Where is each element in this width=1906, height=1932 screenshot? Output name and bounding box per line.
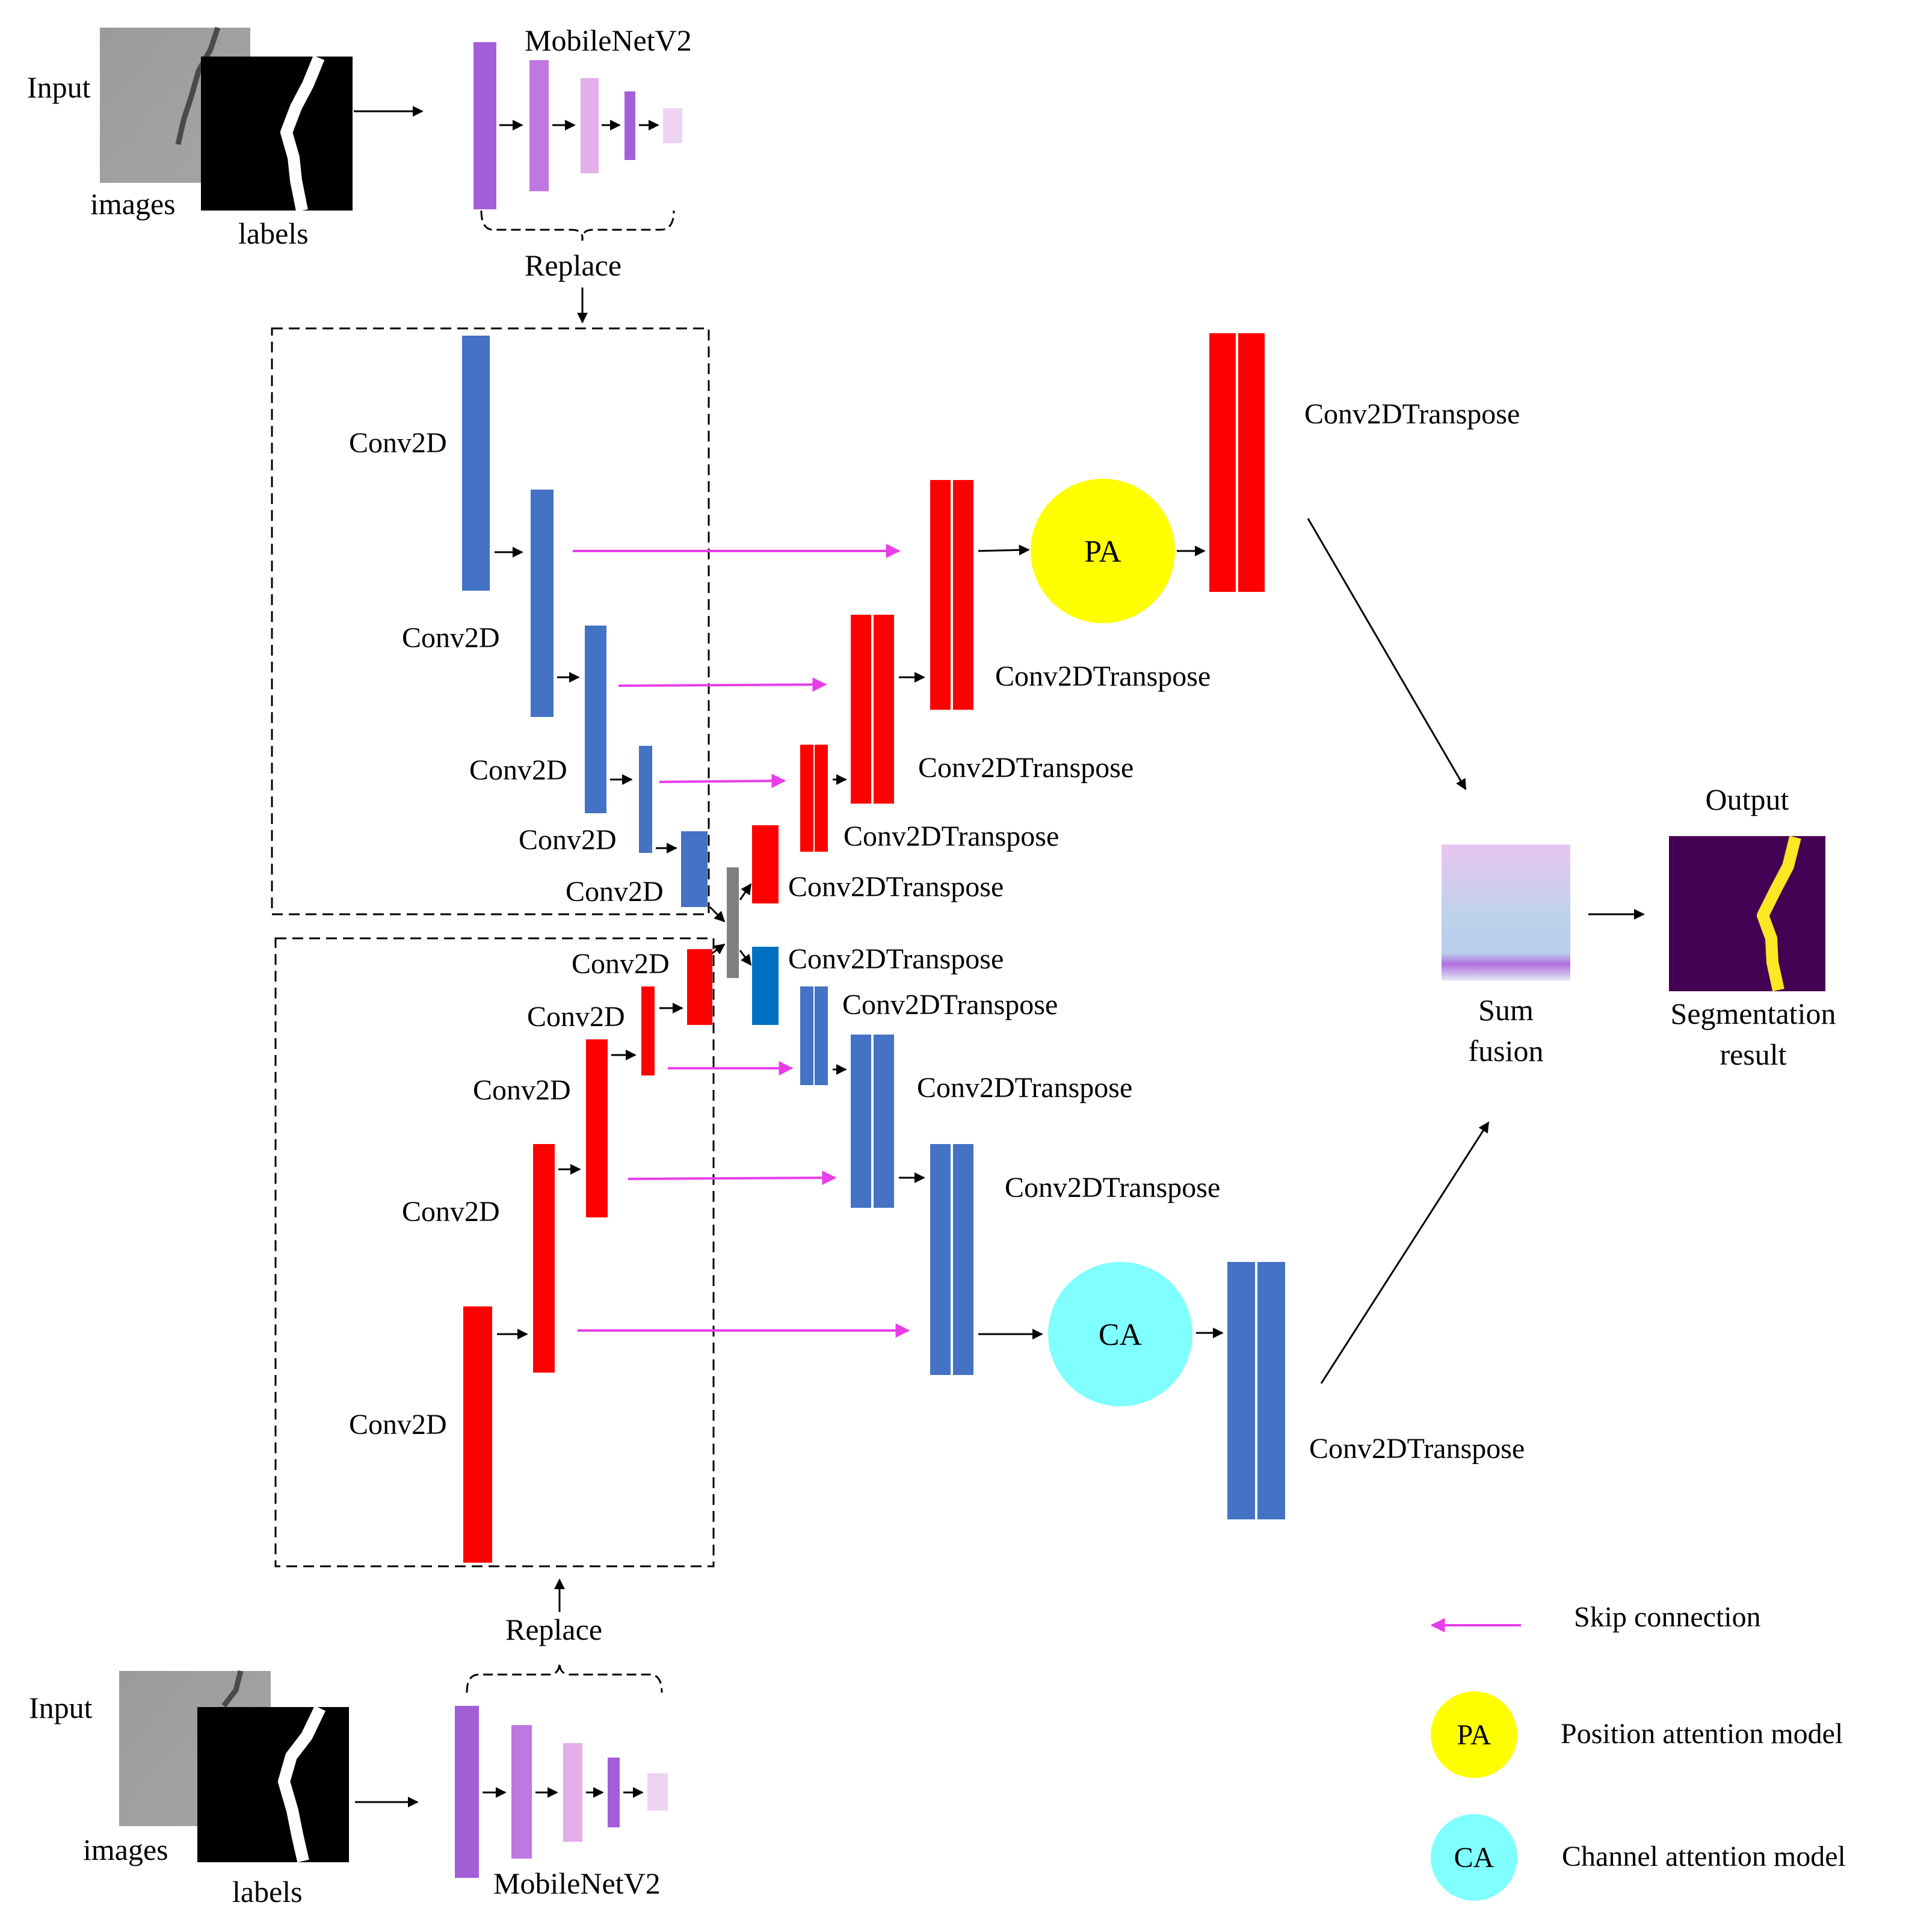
upper-transpose-block	[1209, 333, 1236, 592]
skip-arrow	[628, 1171, 837, 1186]
upper-transpose-label: Conv2DTranspose	[788, 871, 1004, 903]
upper-conv-block	[585, 626, 606, 813]
upper-skip-connections	[573, 544, 901, 789]
upper-conv-block	[681, 831, 708, 907]
pa-to-fusion-arrow	[1307, 518, 1467, 790]
pa-attention-circle	[1031, 479, 1175, 623]
segmentation-output-image	[1669, 835, 1825, 992]
lower-transpose-label: Conv2DTranspose	[917, 1072, 1132, 1104]
lower-transpose-block	[930, 1144, 951, 1375]
upper-conv-block	[531, 490, 554, 717]
lower-conv-label: Conv2D	[527, 1001, 625, 1033]
upper-transpose-label: Conv2DTranspose	[918, 752, 1133, 784]
legend-ca-circle	[1431, 1814, 1517, 1901]
ca-attention-label: CA	[1099, 1318, 1143, 1352]
bottom-mobilenet-blocks	[452, 1703, 670, 1880]
upper-decoder: PA Conv2DTranspose Conv2DTranspose Conv2…	[752, 333, 1520, 903]
lower-conv-block	[687, 949, 712, 1025]
upper-conv-label: Conv2D	[402, 622, 500, 654]
top-input-group: Input images labels MobileNetV2 Replace	[27, 23, 692, 324]
bottleneck-block	[727, 867, 739, 978]
bottom-input-label: Input	[29, 1691, 93, 1724]
output-title: Output	[1706, 783, 1789, 816]
lower-transpose-label: Conv2DTranspose	[842, 989, 1058, 1021]
lower-transpose-block	[800, 986, 813, 1085]
fusion-label-line2: fusion	[1469, 1034, 1544, 1068]
top-backbone-label: MobileNetV2	[525, 23, 692, 57]
lower-conv-label: Conv2D	[473, 1074, 571, 1106]
legend: Skip connection PA Position attention mo…	[1430, 1601, 1846, 1901]
legend-ca-symbol: CA	[1454, 1842, 1494, 1874]
upper-transpose-block	[851, 615, 871, 804]
top-images-label: images	[90, 187, 176, 221]
bottom-replace-brace	[466, 1662, 663, 1693]
upper-encoder: Conv2D Conv2D Conv2D Conv2D Conv2D	[349, 336, 708, 908]
top-labels-label: labels	[238, 217, 309, 250]
legend-skip-label: Skip connection	[1574, 1601, 1761, 1633]
skip-arrow	[659, 774, 786, 789]
bottleneck	[709, 867, 752, 978]
fusion-label-line1: Sum	[1478, 993, 1534, 1027]
ca-attention-circle	[1048, 1262, 1192, 1406]
lower-skip-connections	[578, 1061, 910, 1338]
upper-conv-block	[462, 336, 490, 591]
top-label-mask	[201, 55, 353, 212]
upper-transpose-label: Conv2DTranspose	[995, 660, 1211, 692]
upper-conv-label: Conv2D	[566, 876, 664, 908]
upper-conv-label: Conv2D	[349, 427, 447, 459]
legend-pa-label: Position attention model	[1561, 1718, 1843, 1750]
bottom-label-mask	[197, 1705, 349, 1863]
output-label-line1: Segmentation	[1671, 997, 1836, 1030]
lower-conv-label: Conv2D	[572, 948, 670, 980]
lower-conv-label: Conv2D	[349, 1409, 447, 1441]
lower-encoder: Conv2D Conv2D Conv2D Conv2D Conv2D	[349, 948, 712, 1563]
ca-to-fusion-arrow	[1320, 1121, 1490, 1384]
sum-fusion-block	[1442, 844, 1570, 980]
legend-pa-symbol: PA	[1457, 1719, 1491, 1751]
lower-transpose-block	[752, 947, 779, 1025]
legend-ca-label: Channel attention model	[1562, 1841, 1846, 1872]
upper-transpose-label: Conv2DTranspose	[844, 820, 1059, 852]
lower-decoder: CA Conv2DTranspose Conv2DTranspose Conv2…	[752, 943, 1525, 1519]
bottom-replace-label: Replace	[505, 1613, 602, 1646]
upper-encoder-box	[271, 327, 710, 915]
upper-transpose-block	[752, 825, 779, 903]
top-mobilenet-blocks	[471, 40, 685, 212]
bottom-labels-label: labels	[232, 1875, 303, 1909]
lower-transpose-label: Conv2DTranspose	[788, 943, 1004, 975]
pa-attention-label: PA	[1084, 535, 1121, 569]
lower-conv-block	[641, 986, 655, 1075]
upper-transpose-block	[800, 745, 813, 852]
upper-transpose-block	[930, 480, 951, 710]
upper-transpose-label: Conv2DTranspose	[1304, 398, 1520, 430]
lower-conv-label: Conv2D	[402, 1196, 500, 1228]
lower-transpose-block	[1227, 1262, 1255, 1519]
lower-conv-block	[586, 1039, 608, 1217]
upper-conv-block	[639, 746, 652, 853]
lower-encoder-box	[274, 937, 715, 1567]
upper-conv-label: Conv2D	[519, 824, 617, 856]
lower-transpose-block	[851, 1035, 871, 1208]
lower-transpose-label: Conv2DTranspose	[1309, 1433, 1525, 1465]
bottom-images-label: images	[83, 1833, 168, 1866]
legend-pa-circle	[1431, 1691, 1517, 1778]
lower-conv-block	[463, 1306, 492, 1563]
lower-conv-block	[533, 1144, 555, 1373]
bottom-backbone-label: MobileNetV2	[493, 1866, 661, 1900]
top-replace-brace	[480, 210, 675, 241]
upper-conv-label: Conv2D	[469, 754, 567, 786]
top-input-label: Input	[27, 70, 91, 104]
bottom-input-group: Replace Input images labels MobileNetV2	[29, 1578, 670, 1909]
skip-arrow	[618, 677, 827, 692]
lower-transpose-label: Conv2DTranspose	[1005, 1172, 1220, 1204]
output-label-line2: result	[1719, 1038, 1786, 1071]
top-replace-label: Replace	[525, 248, 621, 282]
